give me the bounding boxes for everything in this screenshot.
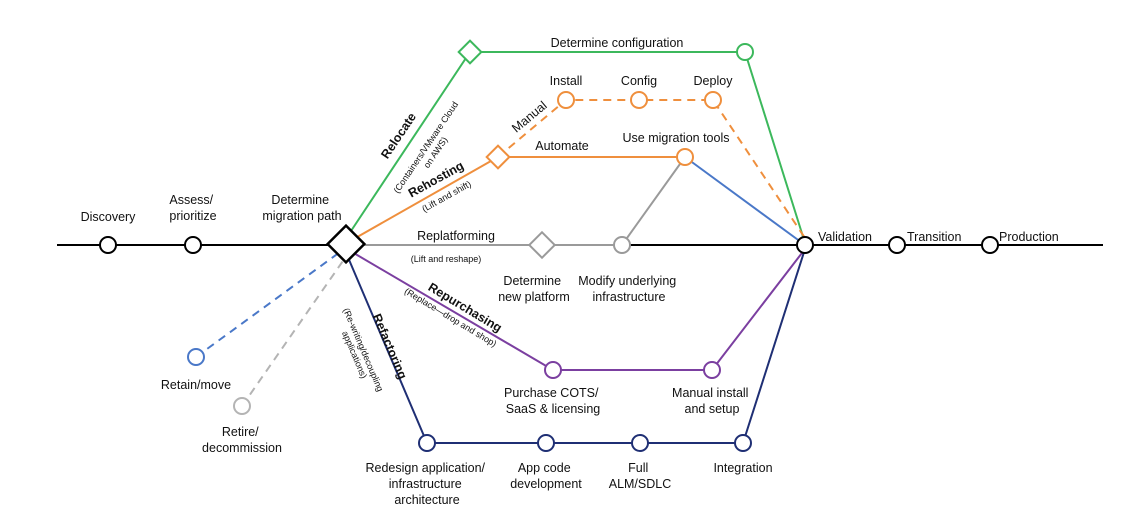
install-node bbox=[557, 91, 575, 109]
transition-node bbox=[888, 236, 906, 254]
retire-line bbox=[241, 257, 346, 407]
alm-label: Full ALM/SDLC bbox=[609, 461, 672, 491]
retain-line bbox=[195, 251, 341, 358]
determine-path-label: Determine migration path bbox=[262, 193, 341, 223]
relocate-name: Relocate bbox=[378, 110, 419, 161]
retire-label: Retire/ decommission bbox=[202, 425, 282, 455]
purchase-node bbox=[544, 361, 562, 379]
repurchase-labels: Repurchasing (Replace—drop and shop) Pur… bbox=[403, 280, 752, 416]
deploy-label: Deploy bbox=[694, 74, 734, 88]
app-code-label: App code development bbox=[510, 461, 582, 491]
modify-infra-node bbox=[613, 236, 631, 254]
retire-node bbox=[233, 397, 251, 415]
app-code-node bbox=[537, 434, 555, 452]
modify-infra-label: Modify underlying infrastructure bbox=[578, 274, 679, 304]
deploy-node bbox=[704, 91, 722, 109]
config-label: Config bbox=[621, 74, 657, 88]
redesign-node bbox=[418, 434, 436, 452]
validation-label: Validation bbox=[818, 230, 872, 244]
main-labels: Discovery Assess/ prioritize Determine m… bbox=[81, 193, 1059, 244]
config-node bbox=[630, 91, 648, 109]
install-label: Install bbox=[550, 74, 583, 88]
connector-lines bbox=[57, 51, 1103, 444]
replatform-line bbox=[357, 156, 686, 246]
determine-path-diamond bbox=[325, 223, 367, 265]
retain-label: Retain/move bbox=[161, 378, 231, 392]
migration-tools-node bbox=[676, 148, 694, 166]
transition-label: Transition bbox=[907, 230, 961, 244]
rehost-diamond bbox=[485, 144, 511, 170]
integration-node bbox=[734, 434, 752, 452]
production-node bbox=[981, 236, 999, 254]
relocate-diamond bbox=[457, 39, 483, 65]
repurchase-line bbox=[351, 248, 806, 371]
retain-retire-labels: Retain/move Retire/ decommission bbox=[161, 378, 282, 455]
manual-install-label: Manual install and setup bbox=[672, 386, 752, 416]
redesign-label: Redesign application/ infrastructure arc… bbox=[365, 461, 488, 507]
assess-label: Assess/ prioritize bbox=[169, 193, 216, 223]
purchase-label: Purchase COTS/ SaaS & licensing bbox=[504, 386, 602, 416]
tools-validation-line bbox=[684, 156, 806, 246]
production-label: Production bbox=[999, 230, 1059, 244]
replatform-diamond bbox=[527, 230, 557, 260]
rehost-manual-line bbox=[497, 99, 806, 239]
discovery-node bbox=[99, 236, 117, 254]
relocate-line bbox=[344, 51, 806, 244]
validation-node bbox=[796, 236, 814, 254]
manual-install-node bbox=[703, 361, 721, 379]
replatform-sub: (Lift and reshape) bbox=[411, 254, 482, 264]
discovery-label: Discovery bbox=[81, 210, 137, 224]
nodes bbox=[99, 39, 999, 452]
determine-platform-label: Determine new platform bbox=[498, 274, 570, 304]
relocate-config-label: Determine configuration bbox=[551, 36, 684, 50]
automate-label: Automate bbox=[535, 139, 589, 153]
replatform-labels: Replatforming (Lift and reshape) Determi… bbox=[411, 229, 679, 304]
assess-node bbox=[184, 236, 202, 254]
alm-node bbox=[631, 434, 649, 452]
relocate-config-node bbox=[736, 43, 754, 61]
migration-tools-label: Use migration tools bbox=[623, 131, 730, 145]
manual-label: Manual bbox=[509, 98, 549, 135]
replatform-name: Replatforming bbox=[417, 229, 495, 243]
integration-label: Integration bbox=[713, 461, 772, 475]
refactor-line bbox=[346, 248, 806, 444]
retain-node bbox=[187, 348, 205, 366]
